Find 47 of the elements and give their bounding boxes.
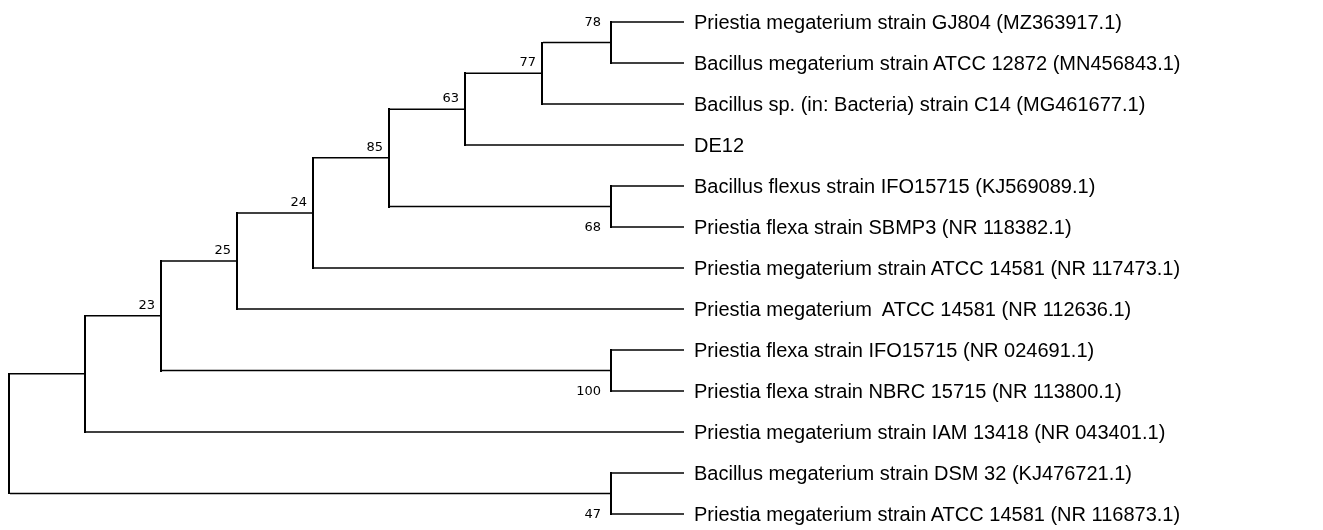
bootstrap-value: 47 (584, 506, 601, 522)
tree-branch (611, 226, 685, 228)
tree-branch (85, 315, 161, 317)
tree-branch (465, 144, 685, 146)
tree-branch (611, 513, 685, 515)
bootstrap-value: 24 (290, 193, 307, 210)
bootstrap-value: 25 (214, 241, 231, 258)
tree-branch (465, 72, 542, 74)
bootstrap-value: 85 (366, 138, 383, 155)
taxon-label: Priestia megaterium strain ATCC 14581 (NR 116873.1) (684, 501, 1181, 527)
tree-branch (9, 373, 85, 375)
bootstrap-value: 78 (584, 14, 601, 30)
taxon-label: Priestia megaterium strain IAM 13418 (NR 043401.1) (684, 419, 1166, 445)
tree-branch (611, 21, 685, 23)
taxon-label: DE12 (684, 132, 745, 158)
tree-branch (313, 157, 389, 159)
tree-branch (611, 472, 685, 474)
bootstrap-value: 63 (442, 90, 459, 107)
tree-branch (161, 369, 611, 372)
tree-branch (237, 308, 685, 310)
tree-branch (313, 267, 685, 269)
tree-branch (611, 185, 685, 187)
tree-branch (389, 205, 611, 208)
taxon-label: Bacillus megaterium strain DSM 32 (KJ476721.1) (684, 460, 1132, 486)
taxon-label: Priestia megaterium ATCC 14581 (NR 112636.1) (684, 296, 1132, 322)
taxon-label: Bacillus sp. (in: Bacteria) strain C14 (MG461677.1) (684, 91, 1146, 117)
taxon-label: Bacillus flexus strain IFO15715 (KJ569089.1) (684, 173, 1096, 199)
bootstrap-value: 23 (138, 296, 155, 313)
tree-branch (542, 103, 685, 105)
taxon-label: Priestia flexa strain IFO15715 (NR 024691.1) (684, 337, 1095, 363)
tree-branch (389, 108, 465, 110)
taxon-label: Priestia flexa strain SBMP3 (NR 118382.1) (684, 214, 1072, 240)
bootstrap-value: 77 (519, 54, 536, 71)
tree-branch (542, 41, 611, 44)
taxon-label: Bacillus megaterium strain ATCC 12872 (MN456843.1) (684, 50, 1181, 76)
bootstrap-value: 68 (584, 219, 601, 235)
tree-branch (85, 431, 685, 433)
taxon-label: Priestia megaterium strain GJ804 (MZ363917.1) (684, 9, 1122, 35)
taxon-label: Priestia megaterium strain ATCC 14581 (NR 117473.1) (684, 255, 1181, 281)
tree-branch (611, 62, 685, 64)
tree-branch (237, 212, 313, 214)
tree-branch (161, 260, 237, 262)
tree-branch (611, 349, 685, 351)
bootstrap-value: 100 (576, 383, 601, 399)
tree-branch (9, 492, 611, 495)
taxon-label: Priestia flexa strain NBRC 15715 (NR 113800.1) (684, 378, 1122, 404)
tree-branch (611, 390, 685, 392)
